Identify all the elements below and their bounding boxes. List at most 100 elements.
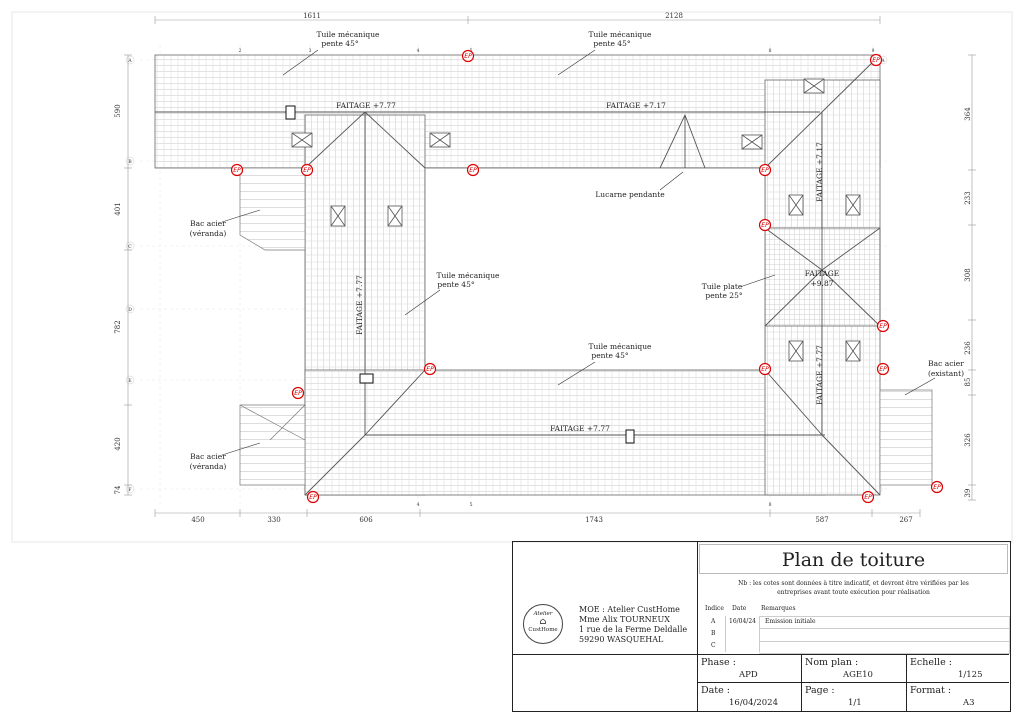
svg-text:(véranda): (véranda) — [190, 229, 227, 238]
svg-text:74: 74 — [114, 485, 122, 494]
svg-text:267: 267 — [899, 516, 912, 524]
ep-marker: EP — [758, 163, 772, 177]
svg-text:pente 45°: pente 45° — [321, 39, 358, 48]
svg-text:E: E — [128, 378, 131, 384]
svg-text:EP: EP — [864, 494, 872, 501]
revisions-table: Indice Date Remarques A 16/04/24 Emissio… — [703, 605, 1011, 654]
svg-text:Bac acier: Bac acier — [928, 359, 964, 368]
ep-marker: EP — [300, 163, 314, 177]
area-labels: Tuile mécanique pente 45° Tuile mécaniqu… — [190, 30, 965, 471]
ep-marker: EP — [306, 490, 320, 504]
roof-surfaces — [154, 54, 881, 496]
svg-text:(véranda): (véranda) — [190, 462, 227, 471]
plan-title-box: Plan de toiture — [699, 544, 1008, 574]
nom-plan-field: Nom plan : AGE10 — [805, 657, 873, 680]
phase-field: Phase : APD — [701, 657, 758, 680]
svg-text:FAITAGE +7.77: FAITAGE +7.77 — [550, 424, 610, 433]
svg-text:D: D — [128, 307, 132, 313]
echelle-field: Echelle : 1/125 — [910, 657, 983, 680]
svg-text:Tuile plate: Tuile plate — [702, 282, 743, 291]
svg-text:EP: EP — [469, 167, 477, 174]
svg-text:EP: EP — [426, 366, 434, 373]
svg-text:Tuile mécanique: Tuile mécanique — [589, 342, 653, 351]
atelier-logo: Atelier ⌂ CustHome — [523, 604, 563, 644]
dimension-texts: 1611 2128 450 330 606 1743 587 267 590 4… — [114, 12, 972, 524]
ep-marker: EP — [758, 218, 772, 232]
svg-text:2128: 2128 — [665, 12, 683, 20]
svg-text:EP: EP — [309, 494, 317, 501]
dimension-lines — [124, 16, 976, 517]
svg-text:39: 39 — [964, 489, 972, 498]
svg-text:F: F — [128, 487, 131, 493]
svg-text:Tuile mécanique: Tuile mécanique — [589, 30, 653, 39]
svg-text:EP: EP — [872, 57, 880, 64]
svg-text:450: 450 — [191, 516, 204, 524]
svg-text:C: C — [128, 244, 132, 250]
disclaimer-note: Nb : les cotes sont données à titre indi… — [738, 580, 969, 596]
svg-text:9: 9 — [872, 48, 875, 54]
svg-text:EP: EP — [761, 222, 769, 229]
svg-text:3: 3 — [309, 48, 312, 54]
svg-text:8: 8 — [769, 48, 772, 54]
format-field: Format : A3 — [910, 685, 975, 708]
svg-text:236: 236 — [964, 341, 972, 355]
svg-text:590: 590 — [114, 104, 122, 117]
svg-text:EP: EP — [879, 366, 887, 373]
roof-hatches — [285, 105, 635, 444]
svg-text:pente 45°: pente 45° — [591, 351, 628, 360]
svg-text:Bac acier: Bac acier — [190, 452, 226, 461]
svg-text:EP: EP — [761, 366, 769, 373]
ep-marker: EP — [291, 386, 305, 400]
svg-text:5: 5 — [470, 502, 473, 508]
ep-marker: EP — [876, 362, 890, 376]
svg-text:4: 4 — [417, 48, 420, 54]
svg-text:pente 25°: pente 25° — [705, 291, 742, 300]
svg-text:EP: EP — [303, 167, 311, 174]
svg-text:85: 85 — [964, 378, 972, 387]
roof-plan-drawing: A B C D E F A F 2 3 4 5 8 9 4 5 8 — [11, 11, 1013, 543]
svg-text:pente 45°: pente 45° — [437, 280, 474, 289]
svg-text:8: 8 — [769, 502, 772, 508]
ep-marker: EP — [423, 362, 437, 376]
svg-text:EP: EP — [464, 53, 472, 60]
svg-text:606: 606 — [359, 516, 373, 524]
page-field: Page : 1/1 — [805, 685, 862, 708]
ep-markers: EP EP EP EP EP EP EP EP EP EP EP EP EP E… — [230, 49, 944, 504]
svg-text:A: A — [127, 58, 132, 64]
svg-text:Bac acier: Bac acier — [190, 219, 226, 228]
svg-text:FAITAGE +7.77: FAITAGE +7.77 — [355, 275, 364, 335]
ep-marker: EP — [930, 480, 944, 494]
svg-text:Lucarne pendante: Lucarne pendante — [595, 190, 665, 199]
ep-marker: EP — [876, 319, 890, 333]
svg-text:587: 587 — [815, 516, 828, 524]
svg-text:2: 2 — [239, 48, 242, 54]
ep-marker: EP — [861, 490, 875, 504]
svg-text:FAITAGE +7.77: FAITAGE +7.77 — [336, 101, 396, 110]
svg-text:420: 420 — [114, 437, 122, 450]
svg-text:364: 364 — [964, 107, 972, 121]
svg-text:A: A — [880, 58, 885, 64]
faitage-labels: FAITAGE +7.77 FAITAGE +7.17 FAITAGE +7.7… — [336, 101, 839, 433]
svg-text:(existant): (existant) — [928, 369, 964, 378]
svg-text:1611: 1611 — [303, 12, 321, 20]
moe-address: MOE : Atelier CustHome Mme Alix TOURNEUX… — [579, 605, 688, 644]
svg-text:FAITAGE +7.17: FAITAGE +7.17 — [815, 142, 824, 202]
svg-text:EP: EP — [761, 167, 769, 174]
skylights — [291, 78, 861, 362]
svg-text:EP: EP — [233, 167, 241, 174]
svg-text:308: 308 — [964, 268, 972, 281]
date-field: Date : 16/04/2024 — [701, 685, 778, 708]
bac-acier-areas — [239, 167, 933, 486]
ep-marker: EP — [461, 49, 475, 63]
svg-text:401: 401 — [114, 202, 122, 215]
ep-marker: EP — [869, 53, 883, 67]
title-block: Plan de toiture Nb : les cotes sont donn… — [512, 541, 1011, 712]
svg-text:EP: EP — [879, 323, 887, 330]
logo-house-icon: ⌂ — [539, 617, 547, 627]
svg-text:4: 4 — [417, 502, 420, 508]
ep-marker: EP — [758, 362, 772, 376]
svg-text:EP: EP — [933, 484, 941, 491]
ridges-hips — [155, 54, 881, 496]
svg-text:+9.87: +9.87 — [811, 279, 834, 288]
svg-text:EP: EP — [294, 390, 302, 397]
